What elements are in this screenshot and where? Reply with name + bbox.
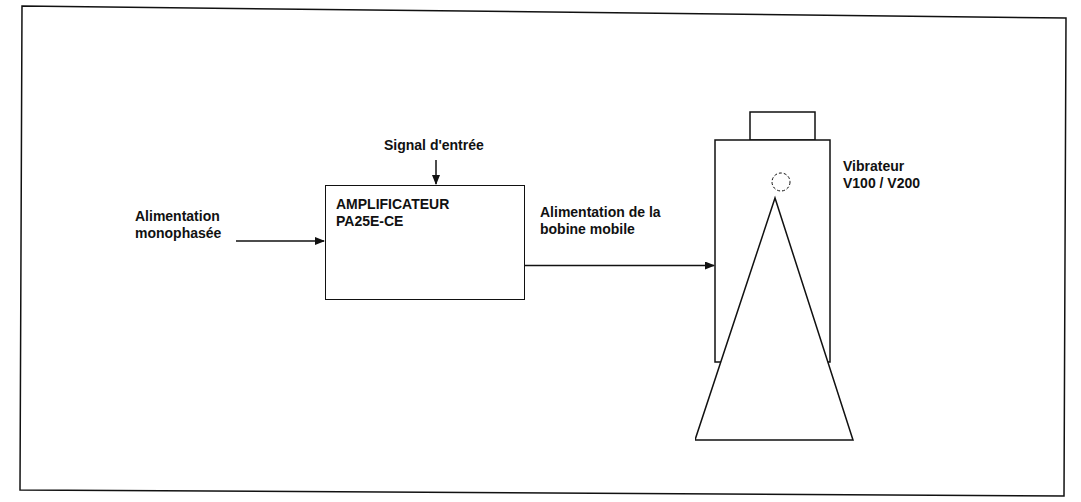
connector-arrow	[525, 265, 714, 267]
vibrator-label: Vibrateur V100 / V200	[843, 158, 938, 192]
amplifier-label: AMPLIFICATEUR PA25E-CE	[336, 196, 461, 230]
vibrator-table	[750, 112, 815, 140]
process-box: AMPLIFICATEUR PA25E-CE	[325, 185, 525, 300]
pivot-mark	[772, 173, 790, 191]
vibrator-trunnion	[695, 198, 853, 440]
input-signal-label: Signal d'entrée	[384, 137, 514, 154]
supply-arrow	[236, 240, 324, 242]
vibrator-shape: Vibrateur V100 / V200	[695, 110, 935, 445]
outer-frame	[20, 6, 1066, 496]
supply-label: Alimentation monophasée	[135, 208, 245, 242]
input-arrow	[435, 160, 437, 184]
edge-label: Alimentation de la bobine mobile	[540, 204, 690, 238]
